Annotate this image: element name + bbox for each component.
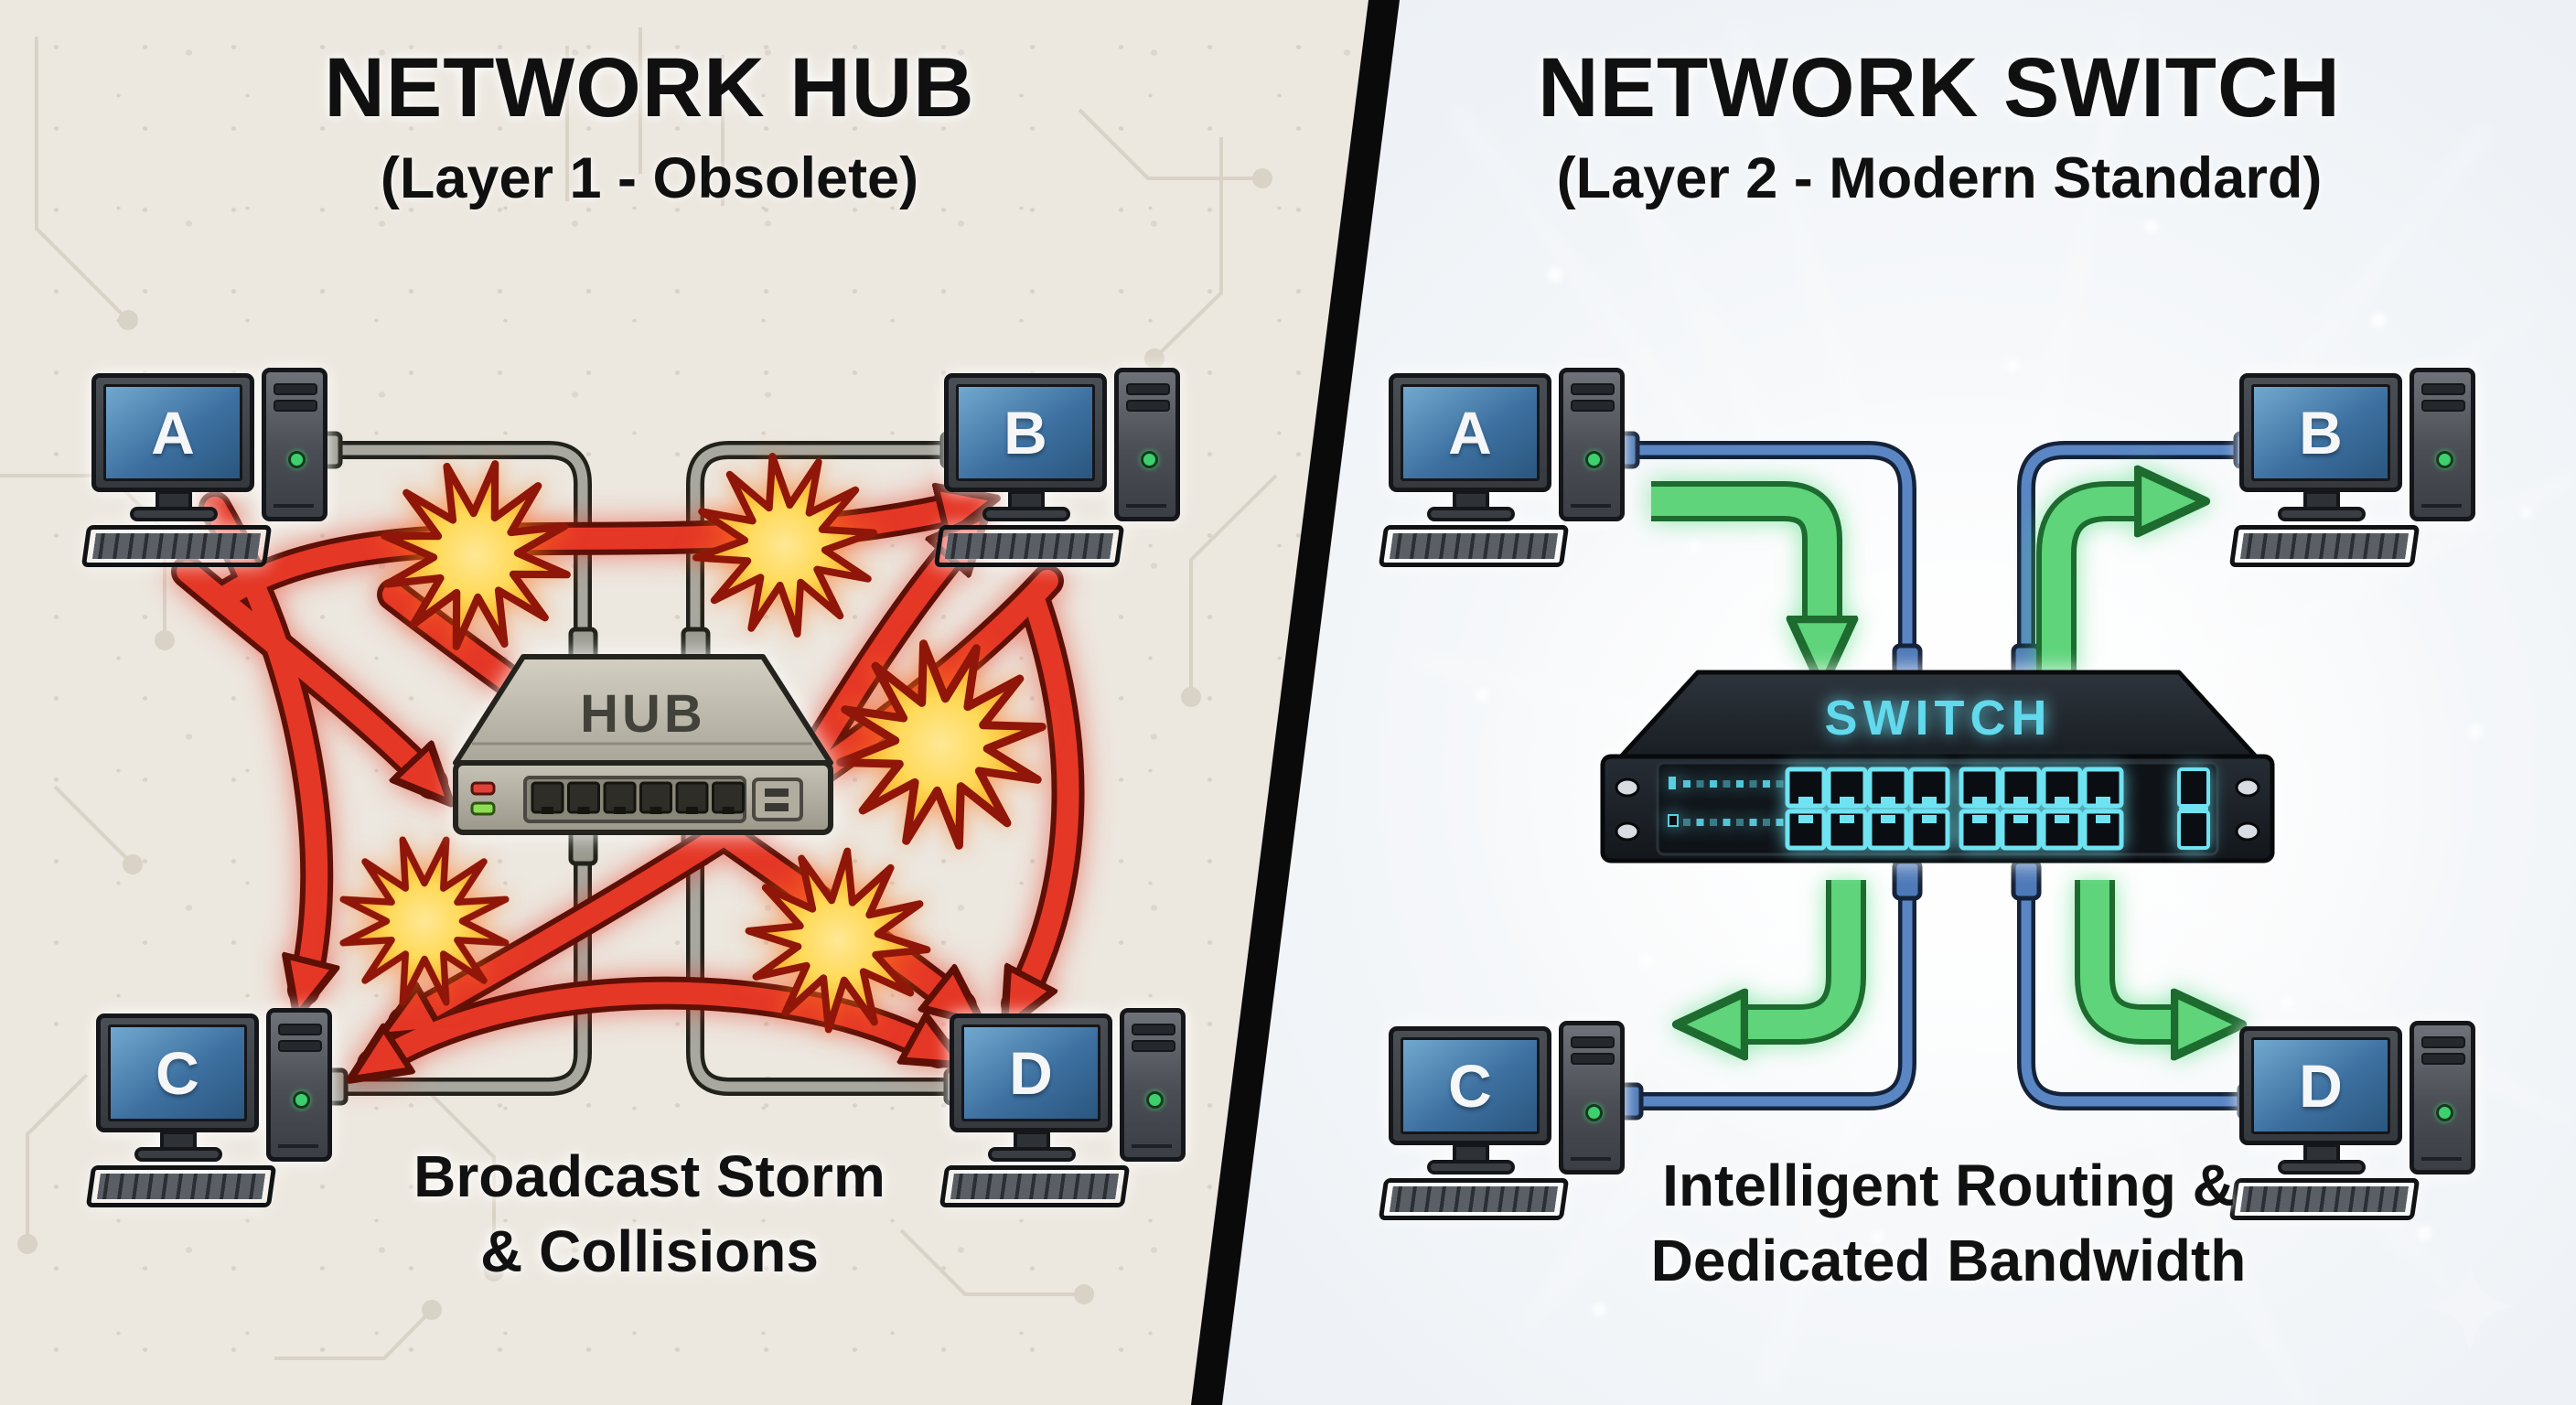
switch-ethernet-ports	[1785, 767, 2124, 851]
monitor: C	[96, 1014, 259, 1132]
hub-device: HUB	[453, 654, 833, 835]
keyboard	[2228, 525, 2420, 567]
computer-c-right: C	[1378, 1021, 1636, 1224]
power-led	[1141, 451, 1158, 468]
hub-subtitle: (Layer 1 - Obsolete)	[380, 146, 919, 210]
diagonal-divider	[1191, 0, 1400, 1405]
computer-a-left: A	[80, 368, 338, 571]
keyboard	[80, 525, 273, 567]
computer-label: A	[151, 399, 195, 467]
power-led	[1585, 1104, 1603, 1121]
computer-d-right: D	[2228, 1021, 2486, 1224]
monitor: A	[1389, 373, 1551, 492]
hub-caption-line2: & Collisions	[480, 1217, 819, 1284]
computer-b-left: B	[933, 368, 1191, 571]
power-led	[2436, 1104, 2453, 1121]
computer-label: A	[1448, 399, 1492, 467]
keyboard	[933, 525, 1125, 567]
tower	[1559, 368, 1625, 521]
power-led	[2436, 451, 2453, 468]
computer-b-right: B	[2228, 368, 2486, 571]
power-led	[1146, 1091, 1164, 1109]
power-led	[288, 451, 306, 468]
hub-ethernet-ports	[531, 781, 745, 814]
sparkle-icon	[2424, 1260, 2516, 1352]
screen: B	[2251, 384, 2390, 481]
routing-arrows	[1651, 501, 2206, 1024]
computer-label: D	[1009, 1039, 1053, 1107]
monitor-base	[130, 507, 218, 521]
hub-title: NETWORK HUB	[324, 41, 975, 134]
screen: B	[956, 384, 1095, 481]
keyboard	[1378, 525, 1570, 567]
computer-label: C	[156, 1039, 199, 1107]
tower	[1559, 1021, 1625, 1174]
computer-label: D	[2299, 1052, 2343, 1120]
tower	[2410, 368, 2475, 521]
screen: A	[103, 384, 242, 481]
computer-label: B	[2299, 399, 2343, 467]
hub-caption: Broadcast Storm & Collisions	[238, 1140, 1061, 1290]
tower	[266, 1008, 332, 1162]
computer-c-left: C	[85, 1008, 343, 1211]
switch-title: NETWORK SWITCH	[1538, 41, 2341, 134]
hub-led-green	[470, 801, 496, 816]
tower	[262, 368, 327, 521]
switch-caption-line1: Intelligent Routing &	[1662, 1153, 2235, 1218]
computer-label: B	[1004, 399, 1047, 467]
switch-caption: Intelligent Routing & Dedicated Bandwidt…	[1537, 1149, 2360, 1299]
tower	[1114, 368, 1180, 521]
switch-uplink-ports	[2177, 767, 2210, 850]
power-led	[293, 1091, 310, 1109]
switch-cables	[1614, 431, 2262, 1121]
hub-led-red	[470, 781, 496, 796]
switch-caption-line2: Dedicated Bandwidth	[1650, 1227, 2247, 1293]
rack-mount-screws	[1615, 778, 2260, 842]
hub-caption-line1: Broadcast Storm	[413, 1143, 886, 1209]
computer-label: C	[1448, 1052, 1492, 1120]
screen: C	[108, 1024, 247, 1121]
monitor: D	[2239, 1026, 2402, 1145]
switch-status-leds	[1668, 777, 1784, 827]
switch-device-label: SWITCH	[1825, 691, 2053, 745]
switch-title-block: NETWORK SWITCH (Layer 2 - Modern Standar…	[1482, 40, 2397, 211]
tower	[2410, 1021, 2475, 1174]
monitor: C	[1389, 1026, 1551, 1145]
power-led	[1585, 451, 1603, 468]
monitor: D	[950, 1014, 1112, 1132]
computer-d-left: D	[939, 1008, 1197, 1211]
screen: C	[1401, 1037, 1540, 1134]
monitor: B	[944, 373, 1107, 492]
screen: D	[2251, 1037, 2390, 1134]
hub-device-label: HUB	[580, 684, 706, 744]
switch-device: SWITCH	[1600, 670, 2275, 863]
monitor: A	[91, 373, 254, 492]
screen: A	[1401, 384, 1540, 481]
hub-title-block: NETWORK HUB (Layer 1 - Obsolete)	[192, 40, 1107, 211]
circuit-traces-decoration	[0, 27, 1278, 1360]
monitor: B	[2239, 373, 2402, 492]
computer-a-right: A	[1378, 368, 1636, 571]
switch-subtitle: (Layer 2 - Modern Standard)	[1556, 146, 2323, 210]
screen: D	[961, 1024, 1100, 1121]
tower	[1120, 1008, 1186, 1162]
